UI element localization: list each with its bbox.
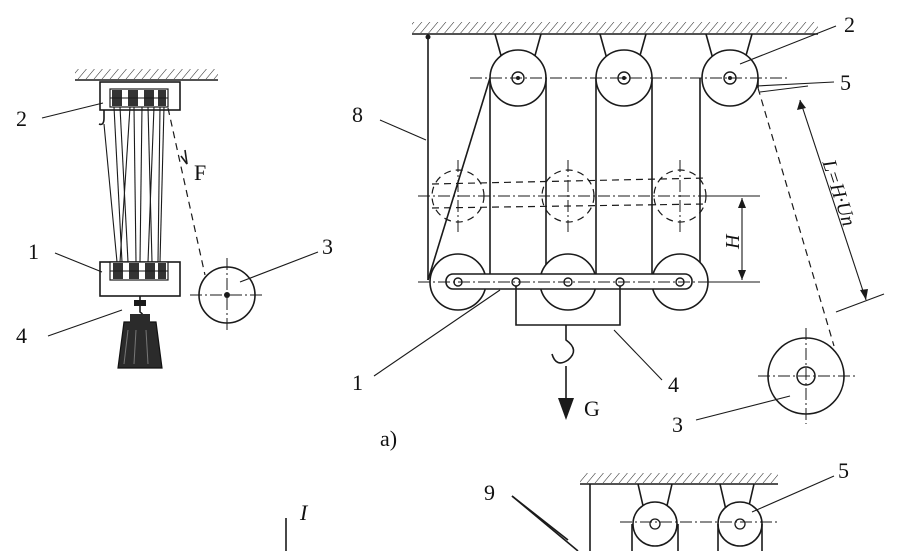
left-hoist-figure: 2 1 4 3 F — [16, 69, 333, 369]
left-label-2: 2 — [16, 106, 27, 131]
length-label: L=H·Un — [817, 156, 859, 229]
right-leader-2 — [739, 25, 837, 65]
right-leader-1 — [373, 289, 501, 377]
left-leader-1 — [54, 252, 103, 273]
right-label-1: 1 — [352, 370, 363, 395]
length-dimension — [759, 85, 885, 313]
bottom-leader-5 — [751, 475, 835, 513]
bottom-partial-figure: I 9 5 — [285, 458, 849, 551]
right-ceiling — [412, 22, 818, 35]
right-label-5: 5 — [840, 70, 851, 95]
left-leader-3 — [239, 251, 319, 283]
left-load-weight — [117, 314, 163, 369]
right-leader-4 — [613, 329, 663, 381]
left-label-4: 4 — [16, 323, 27, 348]
left-drum — [190, 258, 264, 332]
right-leader-8 — [379, 119, 427, 141]
figure-caption: a) — [380, 426, 397, 451]
bottom-label-5: 5 — [838, 458, 849, 483]
right-hoist-figure: H L=H·Un 8 2 5 1 4 3 G a) — [352, 12, 885, 451]
right-label-8: 8 — [352, 102, 363, 127]
left-leader-2 — [41, 102, 104, 119]
raised-position-ghost — [418, 160, 760, 232]
left-ceiling — [75, 69, 218, 81]
left-label-1: 1 — [28, 239, 39, 264]
upper-pulleys — [470, 49, 790, 107]
bottom-ceiling — [580, 473, 778, 485]
left-moving-block — [99, 261, 181, 321]
force-label: F — [194, 160, 206, 185]
right-leader-5 — [755, 81, 835, 87]
roman-label: I — [299, 500, 309, 525]
right-label-4: 4 — [668, 372, 679, 397]
height-dimension — [710, 195, 760, 283]
right-label-2: 2 — [844, 12, 855, 37]
right-drum — [757, 87, 856, 424]
height-label: H — [722, 233, 744, 250]
left-ropes — [103, 106, 206, 276]
right-leader-3 — [695, 395, 791, 421]
right-label-3: 3 — [672, 412, 683, 437]
lower-moving-block — [418, 253, 760, 420]
left-label-3: 3 — [322, 234, 333, 259]
bottom-label-9: 9 — [484, 480, 495, 505]
left-leader-4 — [47, 309, 123, 337]
left-fixed-block — [98, 81, 181, 126]
load-label: G — [584, 396, 600, 421]
rope-falls — [427, 77, 759, 282]
